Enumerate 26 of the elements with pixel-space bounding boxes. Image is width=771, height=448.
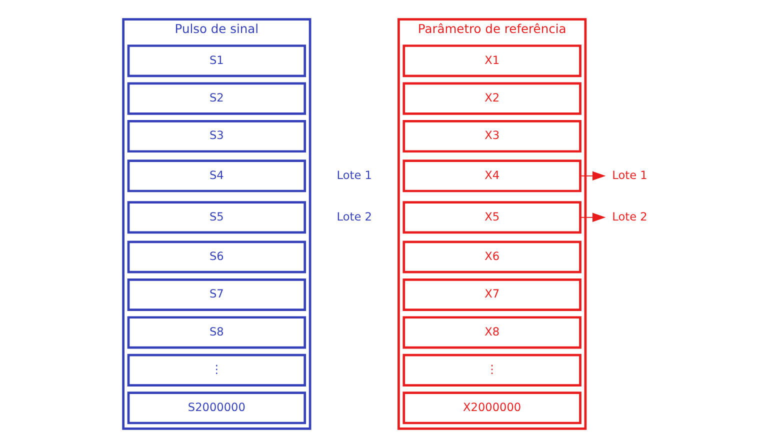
node-box: ⋮ [127,354,306,386]
label: Lote 2 [336,210,372,224]
arrow [580,171,606,181]
node-box: ⋮ [402,354,582,386]
node-box: X4 [402,160,582,192]
arrow [580,212,606,222]
node-box: S3 [127,120,306,153]
node-box: X7 [402,278,582,311]
node-text: Lote 1 [612,168,648,182]
node-box: X6 [402,240,582,274]
node-box: X1 [402,44,582,78]
node-box: X5 [402,201,582,234]
label: Lote 1 [336,168,372,182]
node-box: S2 [127,82,306,115]
node-box: S5 [127,201,306,234]
node-box: S4 [127,160,306,192]
node-box: X2 [402,82,582,115]
node-box: X2000000 [402,392,582,424]
node-box: S7 [127,278,306,311]
node-box: S2000000 [127,392,306,424]
node-box: X8 [402,316,582,349]
node-text: Lote 2 [612,210,648,224]
node-box: S6 [127,240,306,274]
node-box: S1 [127,44,306,78]
node-box: X3 [402,120,582,153]
node-box: S8 [127,316,306,349]
